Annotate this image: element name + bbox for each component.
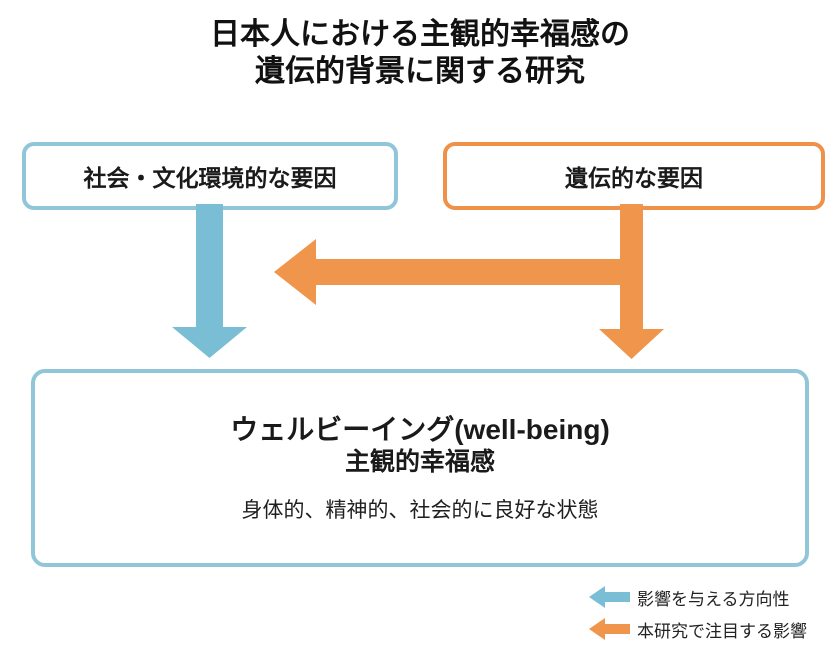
box-genetic-factors: 遺伝的な要因 <box>443 142 825 210</box>
blue-left-arrow-icon <box>589 586 630 608</box>
legend-item-study-focus: 本研究で注目する影響 <box>588 618 807 641</box>
box-wellbeing: ウェルビーイング(well-being) 主観的幸福感 身体的、精神的、社会的に… <box>31 369 809 567</box>
title-line-2: 遺伝的背景に関する研究 <box>255 55 585 88</box>
orange-left-arrow-icon <box>589 618 630 640</box>
wellbeing-description: 身体的、精神的、社会的に良好な状態 <box>241 498 599 522</box>
orange-left-arrow <box>274 239 643 305</box>
blue-down-arrow <box>172 204 247 358</box>
wellbeing-subtitle: 主観的幸福感 <box>344 447 495 476</box>
orange-down-arrow <box>599 204 664 359</box>
wellbeing-title: ウェルビーイング(well-being) <box>230 413 610 445</box>
genetic-factors-label: 遺伝的な要因 <box>565 165 703 191</box>
legend-label: 影響を与える方向性 <box>637 589 790 609</box>
legend: 影響を与える方向性 本研究で注目する影響 <box>588 586 807 641</box>
legend-label: 本研究で注目する影響 <box>637 621 807 641</box>
box-social-cultural-factors: 社会・文化環境的な要因 <box>22 142 398 210</box>
page-title: 日本人における主観的幸福感の 遺伝的背景に関する研究 <box>0 16 840 90</box>
social-factors-label: 社会・文化環境的な要因 <box>83 165 337 191</box>
legend-item-influence-direction: 影響を与える方向性 <box>588 586 807 609</box>
title-line-1: 日本人における主観的幸福感の <box>210 18 630 51</box>
